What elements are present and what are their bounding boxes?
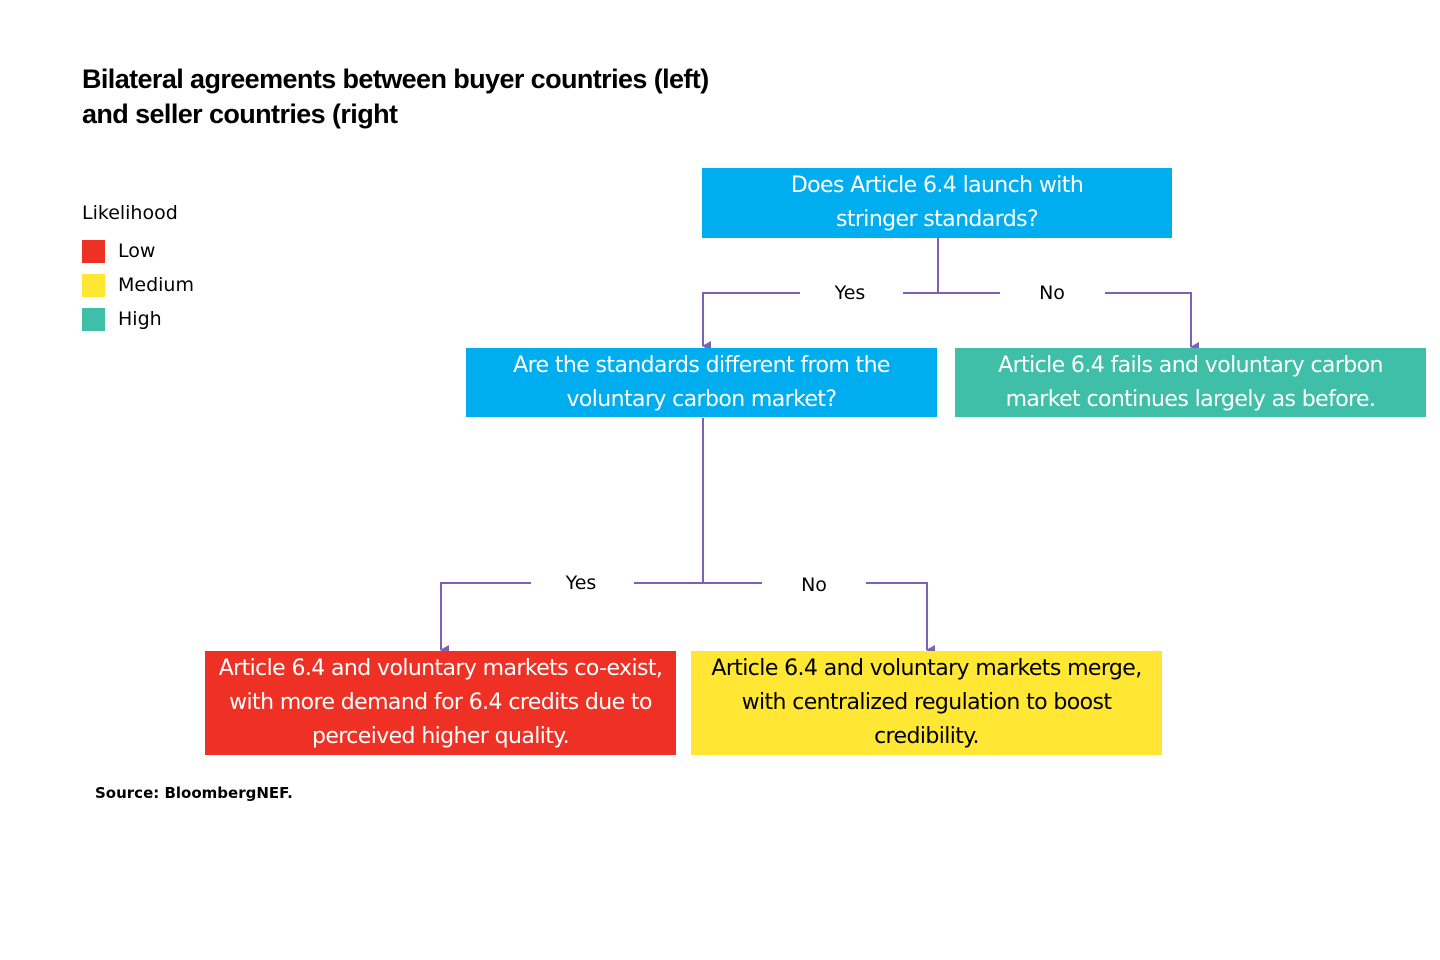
- legend-swatch-high: [82, 307, 105, 331]
- question-node-standards-different: Are the standards different from the vol…: [466, 348, 937, 417]
- connector-q1-no: [1105, 292, 1199, 352]
- legend-label-medium: Medium: [118, 274, 194, 296]
- connector-q2-yes: [440, 582, 531, 655]
- legend-heading: Likelihood: [82, 202, 178, 224]
- question-node-article-launch: Does Article 6.4 launch with stringer st…: [702, 168, 1172, 238]
- legend-item-medium: Medium: [82, 268, 194, 302]
- branch-label-q2-yes: Yes: [565, 572, 597, 594]
- legend-swatch-low: [82, 239, 105, 263]
- outcome-node-article-fails: Article 6.4 fails and voluntary carbon m…: [955, 348, 1426, 417]
- legend-label-high: High: [118, 308, 162, 330]
- chart-title: Bilateral agreements between buyer count…: [82, 62, 842, 132]
- branch-label-q2-no: No: [801, 574, 827, 596]
- legend-item-low: Low: [82, 234, 194, 268]
- outcome-node-coexist: Article 6.4 and voluntary markets co-exi…: [205, 651, 676, 755]
- connector-q1-yes: [702, 292, 800, 351]
- branch-label-q1-no: No: [1039, 282, 1065, 304]
- legend-item-high: High: [82, 302, 194, 336]
- title-line-1: Bilateral agreements between buyer count…: [82, 64, 709, 94]
- source-note: Source: BloombergNEF.: [95, 784, 293, 802]
- branch-label-q1-yes: Yes: [834, 282, 866, 304]
- legend-swatch-medium: [82, 273, 105, 297]
- outcome-node-merge: Article 6.4 and voluntary markets merge,…: [691, 651, 1162, 755]
- legend: Likelihood Low Medium High: [82, 200, 194, 336]
- connector-q2-no: [866, 582, 935, 655]
- title-line-2: and seller countries (right: [82, 99, 398, 129]
- legend-label-low: Low: [118, 240, 156, 262]
